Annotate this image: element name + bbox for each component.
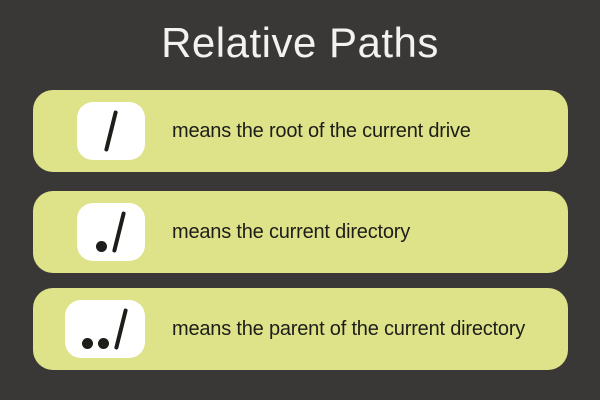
slash-icon bbox=[113, 308, 129, 350]
row-root-path: means the root of the current drive bbox=[33, 90, 568, 172]
slash-icon bbox=[111, 211, 127, 253]
dot-icon bbox=[82, 338, 93, 349]
row-current-directory: means the current directory bbox=[33, 191, 568, 273]
slash-icon bbox=[103, 110, 119, 152]
badge-column bbox=[33, 102, 145, 160]
path-symbol-badge-parent bbox=[65, 300, 145, 358]
path-symbol-badge-root bbox=[77, 102, 145, 160]
root-path-symbol bbox=[103, 110, 119, 152]
path-symbol-badge-current bbox=[77, 203, 145, 261]
current-dir-symbol bbox=[96, 211, 127, 253]
dot-icon bbox=[96, 241, 107, 252]
badge-column bbox=[33, 300, 145, 358]
row-parent-directory: means the parent of the current director… bbox=[33, 288, 568, 370]
parent-dir-symbol bbox=[82, 308, 129, 350]
path-description: means the parent of the current director… bbox=[172, 317, 526, 340]
badge-column bbox=[33, 203, 145, 261]
path-description: means the current directory bbox=[172, 220, 411, 243]
dot-icon bbox=[98, 338, 109, 349]
path-description: means the root of the current drive bbox=[172, 119, 471, 142]
page-title: Relative Paths bbox=[161, 19, 439, 66]
